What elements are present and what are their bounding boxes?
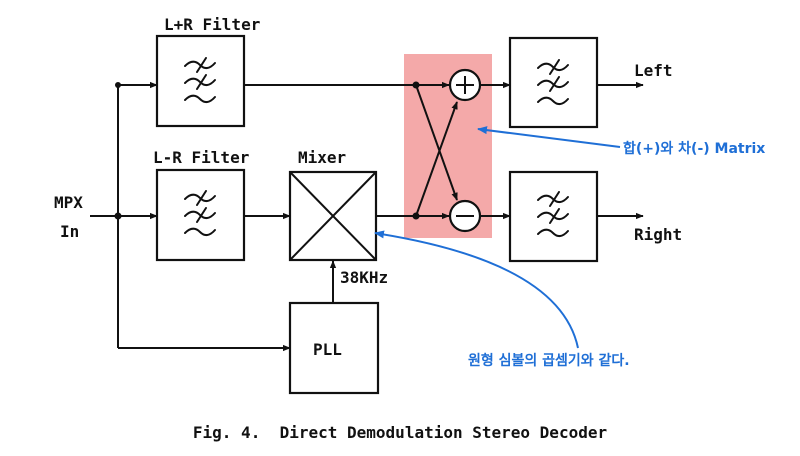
matrix-annotation: 합(+)와 차(-) Matrix	[623, 140, 765, 157]
cross-wire-up	[415, 101, 458, 217]
right-output-filter-symbol	[537, 191, 569, 237]
pll-frequency-label: 38KHz	[340, 268, 388, 287]
left-output-filter-block	[508, 36, 599, 129]
matrix-annotation-arrow	[477, 126, 621, 148]
right-output-label: Right	[634, 225, 682, 244]
diff-filter-label: L-R Filter	[153, 148, 249, 167]
input-label-in: In	[60, 222, 79, 241]
sum-filter-symbol	[184, 57, 216, 103]
left-output-label: Left	[634, 61, 673, 80]
pll-label: PLL	[313, 340, 342, 359]
sum-filter-label: L+R Filter	[164, 15, 260, 34]
mixer-annotation: 원형 심볼의 곱셈기와 같다.	[468, 352, 630, 369]
left-output-filter-symbol	[537, 59, 569, 105]
diff-filter-symbol	[184, 190, 216, 236]
mixer-annotation-arrow	[374, 230, 579, 349]
sum-filter-block	[155, 34, 246, 128]
input-label-mpx: MPX	[54, 193, 83, 212]
mixer-label: Mixer	[298, 148, 346, 167]
figure-caption: Fig. 4. Direct Demodulation Stereo Decod…	[193, 423, 607, 442]
cross-wire-down	[415, 84, 458, 201]
mixer-cross-b	[289, 171, 377, 261]
